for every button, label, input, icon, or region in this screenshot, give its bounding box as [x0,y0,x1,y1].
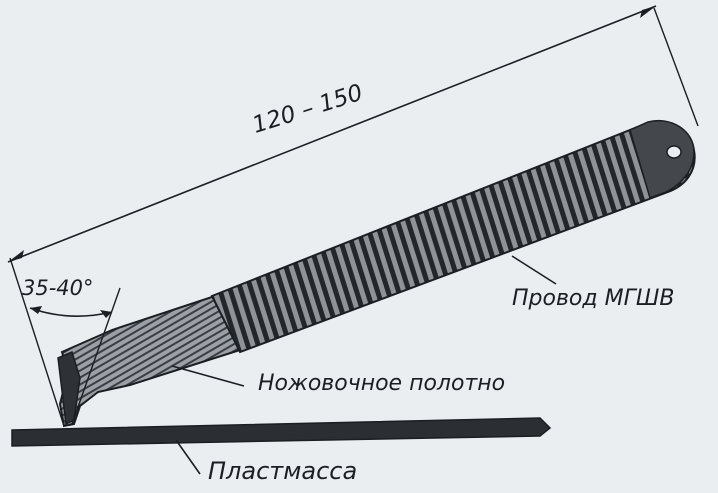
hanging-hole [666,145,682,159]
blade-hook [57,350,81,426]
hacksaw-blade [58,294,242,428]
handle-end-cap [629,119,695,199]
angle-label: 35-40° [22,276,94,300]
extension-line-left [9,257,65,427]
wire-leader [511,255,557,285]
wire-wrapped-handle [210,121,696,354]
plastic-label: Пластмасса [208,457,358,485]
plastic-leader [175,439,201,475]
blade-leader [171,365,245,387]
extension-line-right [653,7,699,127]
wire-label: Провод МГШВ [512,286,675,311]
plastic-sheet [11,417,552,447]
dimension-line [7,5,657,263]
angle-reference-line [71,287,121,425]
hacksaw-blade-label: Ножовочное полотно [258,371,506,396]
angle-arc [29,307,113,317]
